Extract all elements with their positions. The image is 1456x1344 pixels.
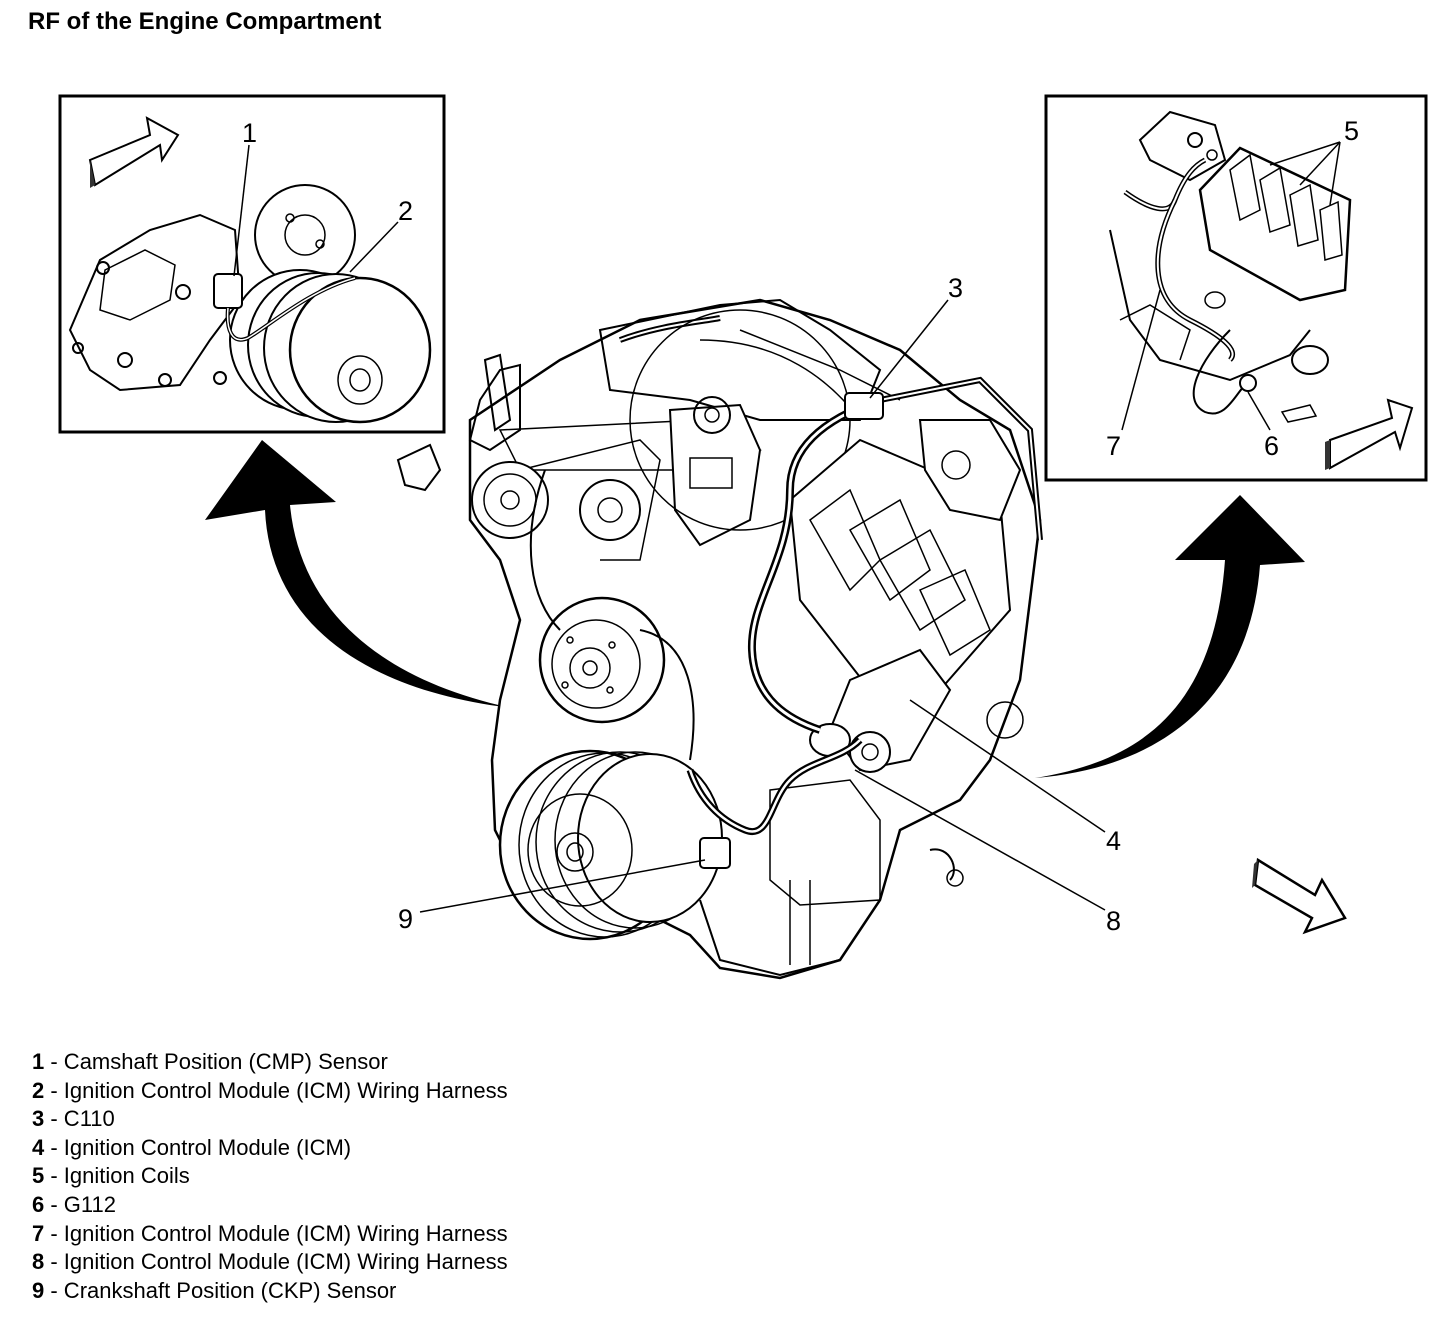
- legend-item: 7 - Ignition Control Module (ICM) Wiring…: [32, 1220, 508, 1249]
- callout-7: 7: [1106, 431, 1121, 461]
- legend-number: 1: [32, 1049, 45, 1074]
- direction-arrow-icon: [88, 116, 180, 187]
- callout-5: 5: [1344, 116, 1359, 146]
- callout-9: 9: [398, 904, 413, 934]
- legend-text: - Crankshaft Position (CKP) Sensor: [44, 1277, 397, 1303]
- callout-1: 1: [242, 118, 257, 148]
- legend-item: 9 - Crankshaft Position (CKP) Sensor: [32, 1277, 508, 1306]
- legend-item: 1 - Camshaft Position (CMP) Sensor: [32, 1048, 508, 1077]
- legend-item: 5 - Ignition Coils: [32, 1162, 508, 1191]
- legend-number: 3: [32, 1106, 45, 1132]
- legend-item: 8 - Ignition Control Module (ICM) Wiring…: [32, 1248, 508, 1277]
- legend-text: - Ignition Control Module (ICM) Wiring H…: [44, 1077, 508, 1103]
- legend-number: 4: [32, 1134, 45, 1160]
- cmp-sensor-icon: [213, 273, 243, 309]
- callout-4: 4: [1106, 826, 1121, 856]
- bolt-icon: [1280, 404, 1318, 423]
- legend-text: - Ignition Control Module (ICM) Wiring H…: [44, 1220, 508, 1246]
- callout-leaders: [419, 299, 1106, 913]
- legend-text: - Ignition Coils: [44, 1163, 190, 1189]
- legend-text: - G112: [44, 1191, 116, 1217]
- legend-number: 5: [32, 1163, 45, 1189]
- legend-item: 3 - C110: [32, 1105, 508, 1134]
- legend-number: 6: [32, 1191, 45, 1217]
- engine-illustration: [396, 298, 1043, 980]
- ground-terminal-icon: [1239, 374, 1257, 392]
- callout-6: 6: [1264, 431, 1279, 461]
- callout-8: 8: [1106, 906, 1121, 936]
- legend-text: - Ignition Control Module (ICM): [44, 1134, 352, 1160]
- legend: 1 - Camshaft Position (CMP) Sensor 2 - I…: [32, 1048, 508, 1305]
- legend-item: 2 - Ignition Control Module (ICM) Wiring…: [32, 1077, 508, 1106]
- legend-text: - Ignition Control Module (ICM) Wiring H…: [44, 1249, 508, 1275]
- curved-arrow-left-icon: [205, 440, 512, 708]
- curved-arrow-right-icon: [1035, 495, 1305, 778]
- legend-number: 8: [32, 1249, 45, 1275]
- right-inset-panel: [1044, 94, 1428, 482]
- page-title: RF of the Engine Compartment: [28, 8, 382, 35]
- legend-item: 6 - G112: [32, 1191, 508, 1220]
- legend-text: - Camshaft Position (CMP) Sensor: [44, 1049, 388, 1074]
- left-inset-panel: [58, 94, 446, 434]
- legend-number: 7: [32, 1220, 45, 1246]
- direction-arrow-icon: [1253, 857, 1347, 935]
- direction-arrow-icon: [1329, 398, 1414, 470]
- legend-text: - C110: [44, 1106, 115, 1132]
- legend-item: 4 - Ignition Control Module (ICM): [32, 1134, 508, 1163]
- callout-2: 2: [398, 196, 413, 226]
- callout-3: 3: [948, 273, 963, 303]
- legend-number: 9: [32, 1277, 45, 1303]
- legend-number: 2: [32, 1077, 45, 1103]
